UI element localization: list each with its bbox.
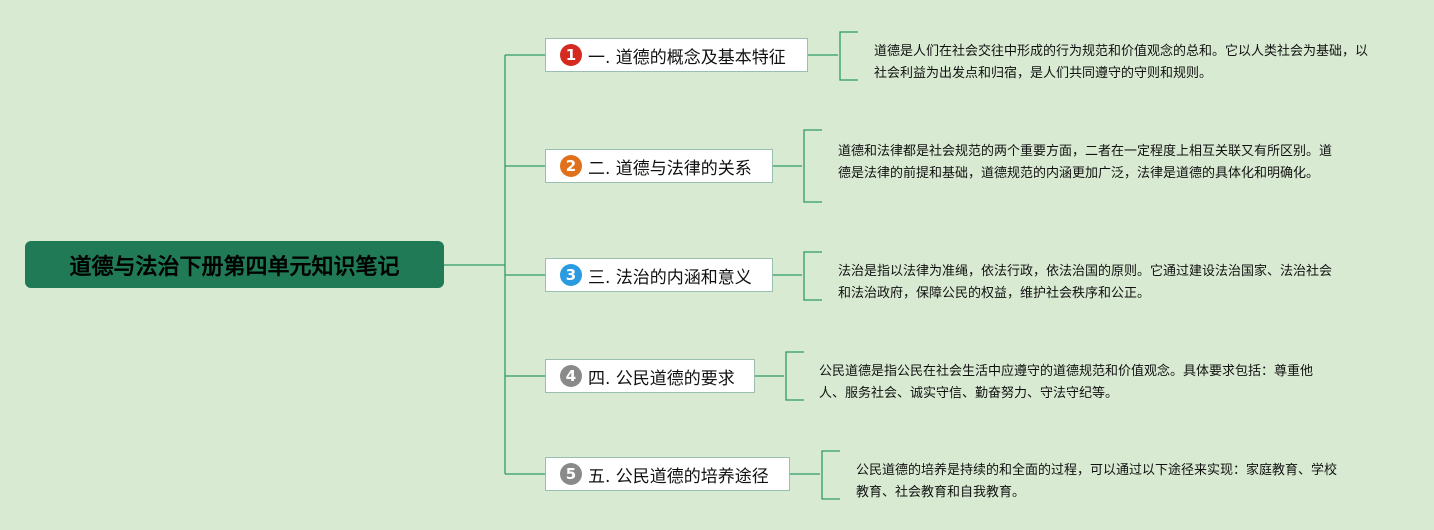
note-2: 道德和法律都是社会规范的两个重要方面，二者在一定程度上相互关联又有所区别。道德是… (838, 144, 1333, 181)
note-1: 道德是人们在社会交往中形成的行为规范和价值观念的总和。它以人类社会为基础，以社会… (874, 44, 1369, 81)
topic-label-2: 二. 道德与法律的关系 (588, 158, 752, 179)
root-title: 道德与法治下册第四单元知识笔记 (69, 254, 400, 280)
topic-node-3[interactable]: 3 三. 法治的内涵和意义 (545, 258, 773, 292)
topic-label-1: 一. 道德的概念及基本特征 (588, 47, 786, 68)
bracket-4 (755, 351, 804, 401)
topic-label-4: 四. 公民道德的要求 (588, 368, 735, 389)
number-badge-4: 4 (560, 365, 582, 387)
root-node[interactable]: 道德与法治下册第四单元知识笔记 (25, 241, 444, 288)
topic-label-5: 五. 公民道德的培养途径 (588, 466, 769, 487)
bracket-3 (773, 251, 822, 301)
bracket-5 (790, 450, 840, 500)
note-4: 公民道德是指公民在社会生活中应遵守的道德规范和价值观念。具体要求包括：尊重他人、… (819, 364, 1314, 401)
number-badge-1: 1 (560, 44, 582, 66)
number-badge-5: 5 (560, 463, 582, 485)
topic-label-3: 三. 法治的内涵和意义 (588, 267, 752, 288)
topic-node-1[interactable]: 1 一. 道德的概念及基本特征 (545, 38, 808, 72)
note-3: 法治是指以法律为准绳，依法行政，依法治国的原则。它通过建设法治国家、法治社会和法… (838, 264, 1333, 301)
bracket-2 (773, 129, 822, 203)
note-5: 公民道德的培养是持续的和全面的过程，可以通过以下途径来实现：家庭教育、学校教育、… (856, 463, 1338, 500)
number-badge-3: 3 (560, 264, 582, 286)
number-badge-2: 2 (560, 155, 582, 177)
topic-node-5[interactable]: 5 五. 公民道德的培养途径 (545, 457, 790, 491)
topic-node-4[interactable]: 4 四. 公民道德的要求 (545, 359, 755, 393)
bracket-1 (808, 31, 858, 81)
topic-node-2[interactable]: 2 二. 道德与法律的关系 (545, 149, 773, 183)
